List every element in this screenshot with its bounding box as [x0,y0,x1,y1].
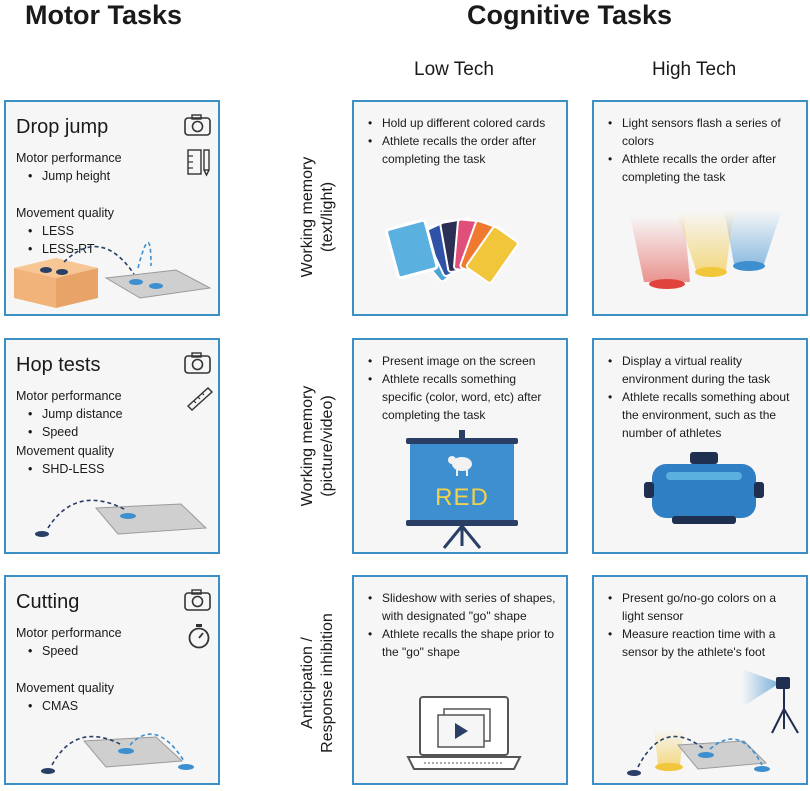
camera-icon [184,589,211,611]
low-tech-panel-working-memory-picture: Present image on the screen Athlete reca… [352,338,568,554]
motor-section-label: Motor performance [16,151,122,165]
low-tech-panel-working-memory-text: Hold up different colored cards Athlete … [352,100,568,316]
screen-word: RED [435,484,489,511]
high-tech-subheading: High Tech [652,59,737,80]
motor-task-title: Hop tests [16,354,101,376]
light-sensors-illustration [630,210,782,289]
cutting-illustration [41,733,194,774]
cognitive-tasks-heading: Cognitive Tasks [467,0,673,30]
high-tech-panel-go-no-go: Present go/no-go colors on a light senso… [592,575,808,785]
ruler-icon [186,387,214,411]
row-label-anticipation-response-inhibition: Anticipation /Response inhibition [299,613,336,753]
motor-bullet: Jump distance [28,407,123,421]
low-tech-subheading: Low Tech [414,59,494,80]
camera-icon [184,352,211,374]
motor-bullet: Speed [28,425,78,439]
cell-bullets: Display a virtual reality environment du… [604,352,796,442]
cell-bullets: Present image on the screen Athlete reca… [364,352,556,424]
cell-bullets: Hold up different colored cards Athlete … [364,114,556,168]
motor-section-label: Movement quality [16,206,114,220]
vr-headset-icon [644,452,764,524]
motor-panel-cutting: Cutting Motor performance Speed Movement… [4,575,220,785]
motor-task-title: Cutting [16,591,80,613]
drop-jump-illustration [14,241,212,308]
motor-task-title: Drop jump [16,116,109,138]
low-tech-panel-anticipation: Slideshow with series of shapes, with de… [352,575,568,785]
colored-cards-illustration [385,217,519,284]
motor-tasks-heading: Motor Tasks [25,0,183,30]
high-tech-panel-working-memory-light: Light sensors flash a series of colors A… [592,100,808,316]
cell-bullets: Light sensors flash a series of colors A… [604,114,796,186]
laptop-slideshow-icon [406,696,522,770]
motor-section-label: Motor performance [16,626,122,640]
camera-icon [184,114,211,136]
motor-section-label: Motor performance [16,389,122,403]
row-label-working-memory-text-light: Working memory(text/light) [299,156,336,278]
motor-section-label: Movement quality [16,681,114,695]
motor-section-label: Movement quality [16,444,114,458]
hop-test-illustration [35,499,208,537]
motor-bullet: LESS-RT [28,242,95,256]
motor-bullet: SHD-LESS [28,462,105,476]
motor-bullet: Speed [28,644,78,658]
cell-bullets: Present go/no-go colors on a light senso… [604,589,796,661]
clipboard-pencil-icon [187,149,210,177]
motor-panel-drop-jump: Drop jump Motor performance Jump height … [4,100,220,316]
go-no-go-sensor-illustration [627,669,799,776]
motor-bullet: CMAS [28,699,78,713]
cell-bullets: Slideshow with series of shapes, with de… [364,589,556,661]
projector-screen-illustration [406,430,518,549]
motor-bullet: LESS [28,224,74,238]
motor-panel-hop-tests: Hop tests Motor performance Jump distanc… [4,338,220,554]
high-tech-panel-virtual-reality: Display a virtual reality environment du… [592,338,808,554]
motor-bullet: Jump height [28,169,110,183]
stopwatch-icon [188,624,210,649]
row-label-working-memory-picture-video: Working memory(picture/video) [299,385,336,507]
